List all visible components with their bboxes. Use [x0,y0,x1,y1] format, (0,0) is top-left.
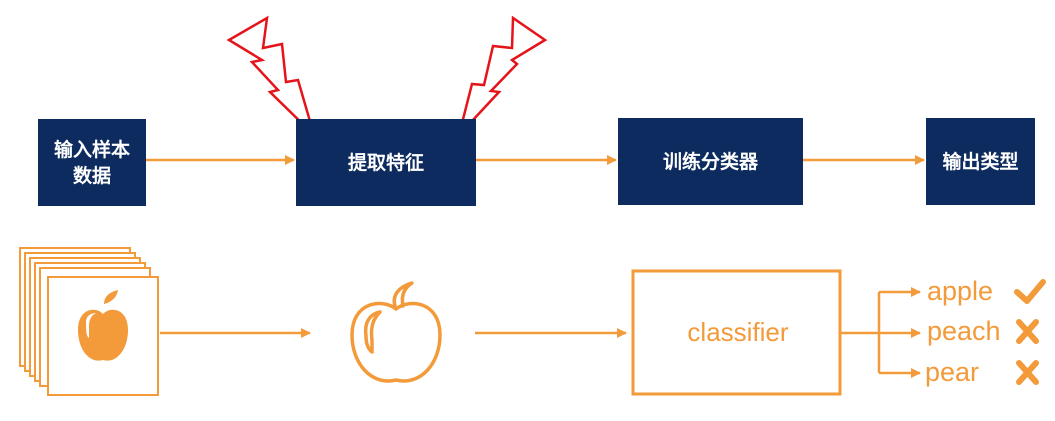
extract-features-label: 提取特征 [347,151,424,174]
output-apple-label: apple [927,276,994,306]
input-samples-box: 输入样本数据 [38,119,146,206]
cross-icon [1016,360,1039,385]
lightning-right-icon [457,15,548,136]
classifier-label: classifier [687,317,789,347]
output-peach-label: peach [927,316,1001,346]
output-pear-label: pear [925,357,980,387]
check-icon [1014,279,1046,304]
input-samples-label: 输入样本数据 [53,138,130,187]
train-classifier-box: 训练分类器 [618,118,803,205]
output-type-box: 输出类型 [926,118,1035,205]
apple-feature-icon [350,281,442,383]
train-classifier-label: 训练分类器 [662,150,758,173]
lightning-left-icon [226,15,317,140]
cross-icon [1016,319,1039,344]
output-type-label: 输出类型 [942,150,1019,173]
apple-sample-icon [78,290,128,361]
extract-features-box: 提取特征 [296,119,476,206]
output-branches [840,287,921,378]
